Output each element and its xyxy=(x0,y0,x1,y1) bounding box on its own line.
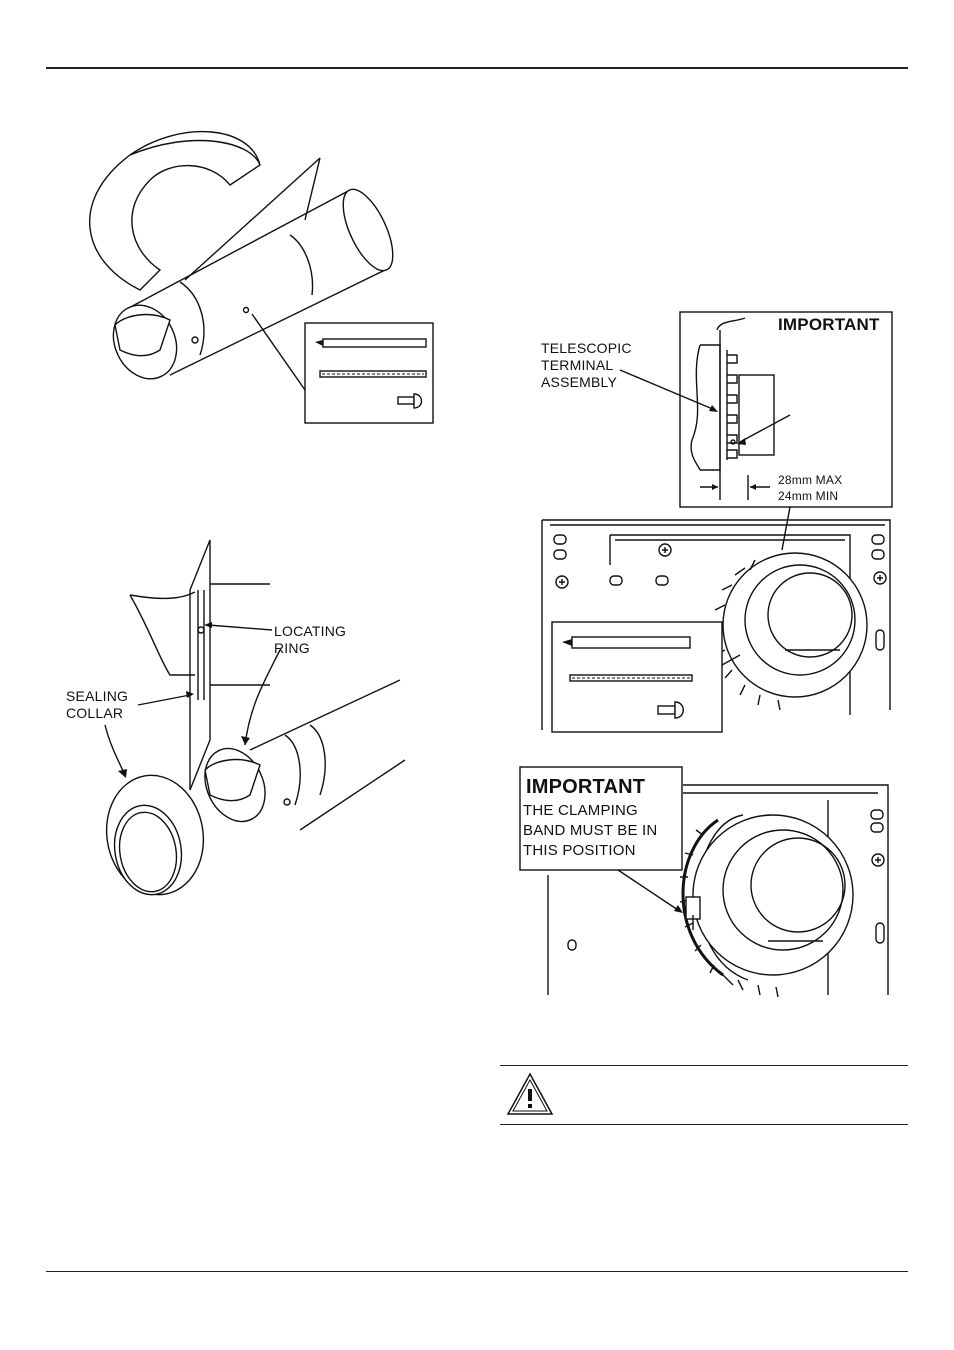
locating-ring-label: LOCATING RING xyxy=(274,623,346,657)
sealing-collar-label: SEALING COLLAR xyxy=(66,688,128,722)
dimension-min-label: 24mm MIN xyxy=(778,489,838,504)
important-title-top: IMPORTANT xyxy=(778,316,880,333)
figure-sealing-collar xyxy=(100,540,430,910)
footer-rule xyxy=(46,1271,908,1272)
dimension-max-label: 28mm MAX xyxy=(778,473,842,488)
warning-triangle-icon xyxy=(506,1072,554,1116)
warning-note xyxy=(500,1065,908,1125)
header-rule xyxy=(46,67,908,69)
figure-pipe-marking xyxy=(60,120,440,430)
telescopic-terminal-label: TELESCOPIC TERMINAL ASSEMBLY xyxy=(541,340,632,391)
important-title-bottom: IMPORTANT xyxy=(526,775,645,799)
clamp-instruction-text: THE CLAMPING BAND MUST BE IN THIS POSITI… xyxy=(523,801,657,861)
